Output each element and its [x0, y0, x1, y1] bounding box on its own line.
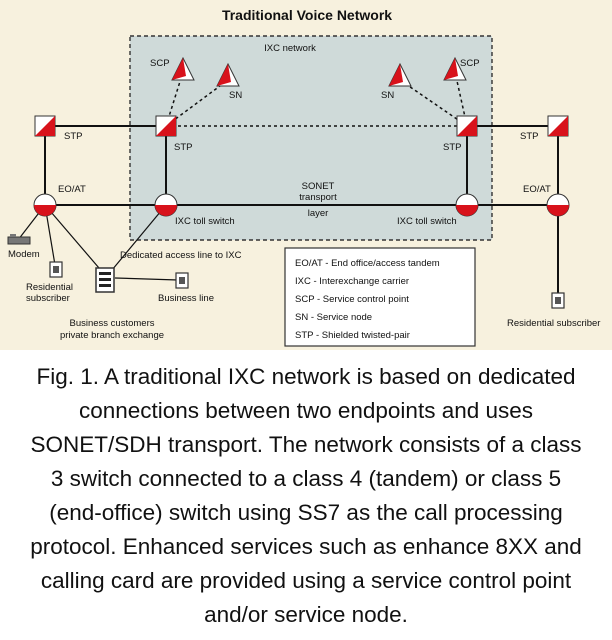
modem-icon: [7, 234, 31, 245]
line-dedicated-access: [111, 204, 167, 271]
legend-item: SN - Service node: [295, 312, 372, 323]
scp-left-label: SCP: [150, 58, 170, 69]
caption-line: and/or service node.: [204, 602, 408, 627]
network-diagram: Traditional Voice Network IXC network: [0, 0, 612, 350]
line-eo-pbx: [44, 204, 106, 276]
modem-label: Modem: [8, 249, 40, 260]
eo-at-right-icon: [546, 193, 570, 217]
stp-ixc-left-label: STP: [174, 142, 192, 153]
caption-line: (end-office) switch using SS7 as the cal…: [49, 500, 563, 525]
diagram-canvas: Traditional Voice Network IXC network: [7, 7, 600, 347]
legend-item: IXC - Interexchange carrier: [295, 276, 409, 287]
caption-line: protocol. Enhanced services such as enha…: [30, 534, 582, 559]
sonet-label-2: transport: [299, 192, 337, 203]
legend-item: EO/AT - End office/access tandem: [295, 258, 440, 269]
ixc-toll-right-icon: [455, 193, 479, 217]
res-sub-left-label-1: Residential: [26, 282, 73, 293]
legend-item: SCP - Service control point: [295, 294, 409, 305]
ixc-toll-right-label: IXC toll switch: [397, 216, 457, 227]
scp-right-label: SCP: [460, 58, 480, 69]
stp-far-left-label: STP: [64, 131, 82, 142]
sn-left-icon: [216, 62, 240, 87]
caption-line: Fig. 1. A traditional IXC network is bas…: [36, 364, 576, 389]
ixc-toll-left-icon: [154, 193, 178, 217]
caption-line: calling card are provided using a servic…: [40, 568, 572, 593]
eo-at-left-icon: [33, 193, 57, 217]
scp-right-icon: [443, 56, 467, 81]
stp-far-right-label: STP: [520, 131, 538, 142]
stp-ixc-left-icon: [155, 115, 177, 137]
caption-line: SONET/SDH transport. The network consist…: [30, 432, 582, 457]
eo-at-right-label: EO/AT: [523, 184, 551, 195]
switch-nodes: [33, 193, 570, 217]
caption-line: 3 switch connected to a class 4 (tandem)…: [50, 466, 562, 491]
stp-far-right-icon: [547, 115, 569, 137]
stp-nodes: [34, 115, 569, 137]
scp-left-icon: [171, 56, 195, 81]
scp-sn-nodes: [171, 56, 467, 87]
sonet-label-1: SONET: [302, 181, 335, 192]
ixc-network-label: IXC network: [264, 43, 316, 54]
diagram-title: Traditional Voice Network: [222, 7, 392, 23]
res-phone-left-icon: [49, 261, 63, 278]
stp-far-left-icon: [34, 115, 56, 137]
stp-ixc-right-label: STP: [443, 142, 461, 153]
legend-item: STP - Shielded twisted-pair: [295, 330, 410, 341]
sonet-label-3: layer: [308, 208, 329, 219]
figure-caption: Fig. 1. A traditional IXC network is bas…: [0, 350, 612, 640]
stp-ixc-right-icon: [456, 115, 478, 137]
business-phone-icon: [175, 272, 189, 289]
caption-line: connections between two endpoints and us…: [78, 398, 534, 423]
business-line-label: Business line: [158, 293, 214, 304]
business-cust-label-2: private branch exchange: [60, 330, 164, 341]
node-labels: SCP SN SN SCP STP STP STP STP EO/AT EO/A…: [8, 58, 600, 341]
sn-right-label: SN: [381, 90, 394, 101]
eo-at-left-label: EO/AT: [58, 184, 86, 195]
line-business: [114, 277, 179, 281]
res-sub-right-label: Residential subscriber: [507, 318, 600, 329]
ixc-toll-left-label: IXC toll switch: [175, 216, 235, 227]
pbx-icon: [95, 267, 115, 293]
res-phone-right-icon: [551, 292, 565, 309]
dedicated-access-label: Dedicated access line to IXC: [120, 250, 242, 261]
legend-box: EO/AT - End office/access tandem IXC - I…: [284, 247, 476, 347]
link-stp-sn-right: [399, 79, 468, 127]
sn-right-icon: [388, 62, 412, 87]
sn-left-label: SN: [229, 90, 242, 101]
business-cust-label-1: Business customers: [69, 318, 154, 329]
res-sub-left-label-2: subscriber: [26, 293, 70, 304]
